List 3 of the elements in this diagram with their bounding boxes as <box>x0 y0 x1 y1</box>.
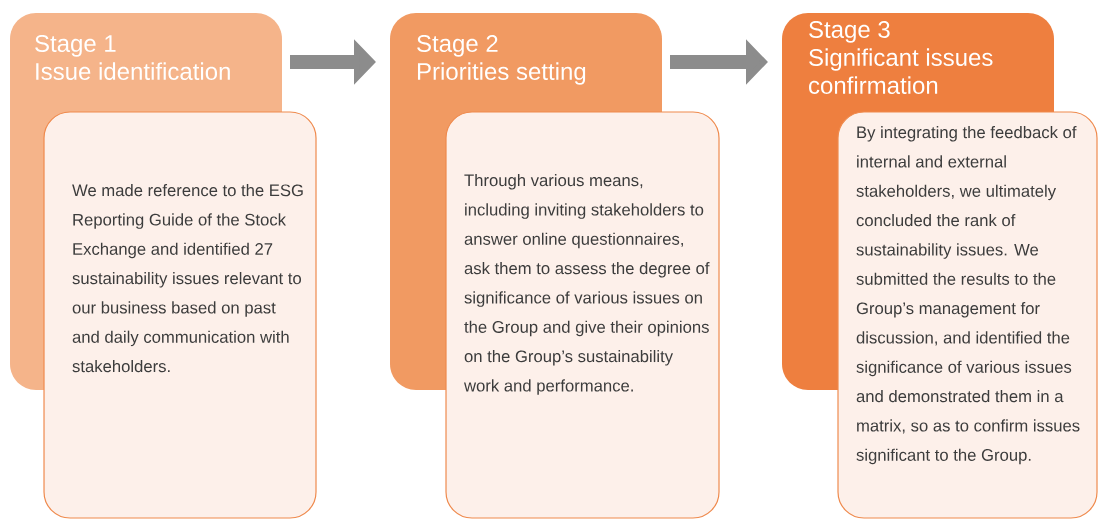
description-card: We made reference to the ESG Reporting Guide of the Stock Exchange and identified 27 sustainability issues relevant to our business based on past and daily communication with stakeholders. <box>43 111 317 519</box>
description-card: Through various means, including inviting stakeholders to answer online questionnaires, ask them to assess the degree of significance of various issues on the Group and give their opinions on the Group’s sustainability work and performance. <box>445 111 720 519</box>
description-card: By integrating the feedback of internal and external stakeholders, we ultimately concluded the rank of sustainability issues. We submitted the results to the Group’s management for discussion, and identified the significance of various issues and demonstrated them in a matrix, so as to confirm issues significant to the Group. <box>837 111 1098 519</box>
